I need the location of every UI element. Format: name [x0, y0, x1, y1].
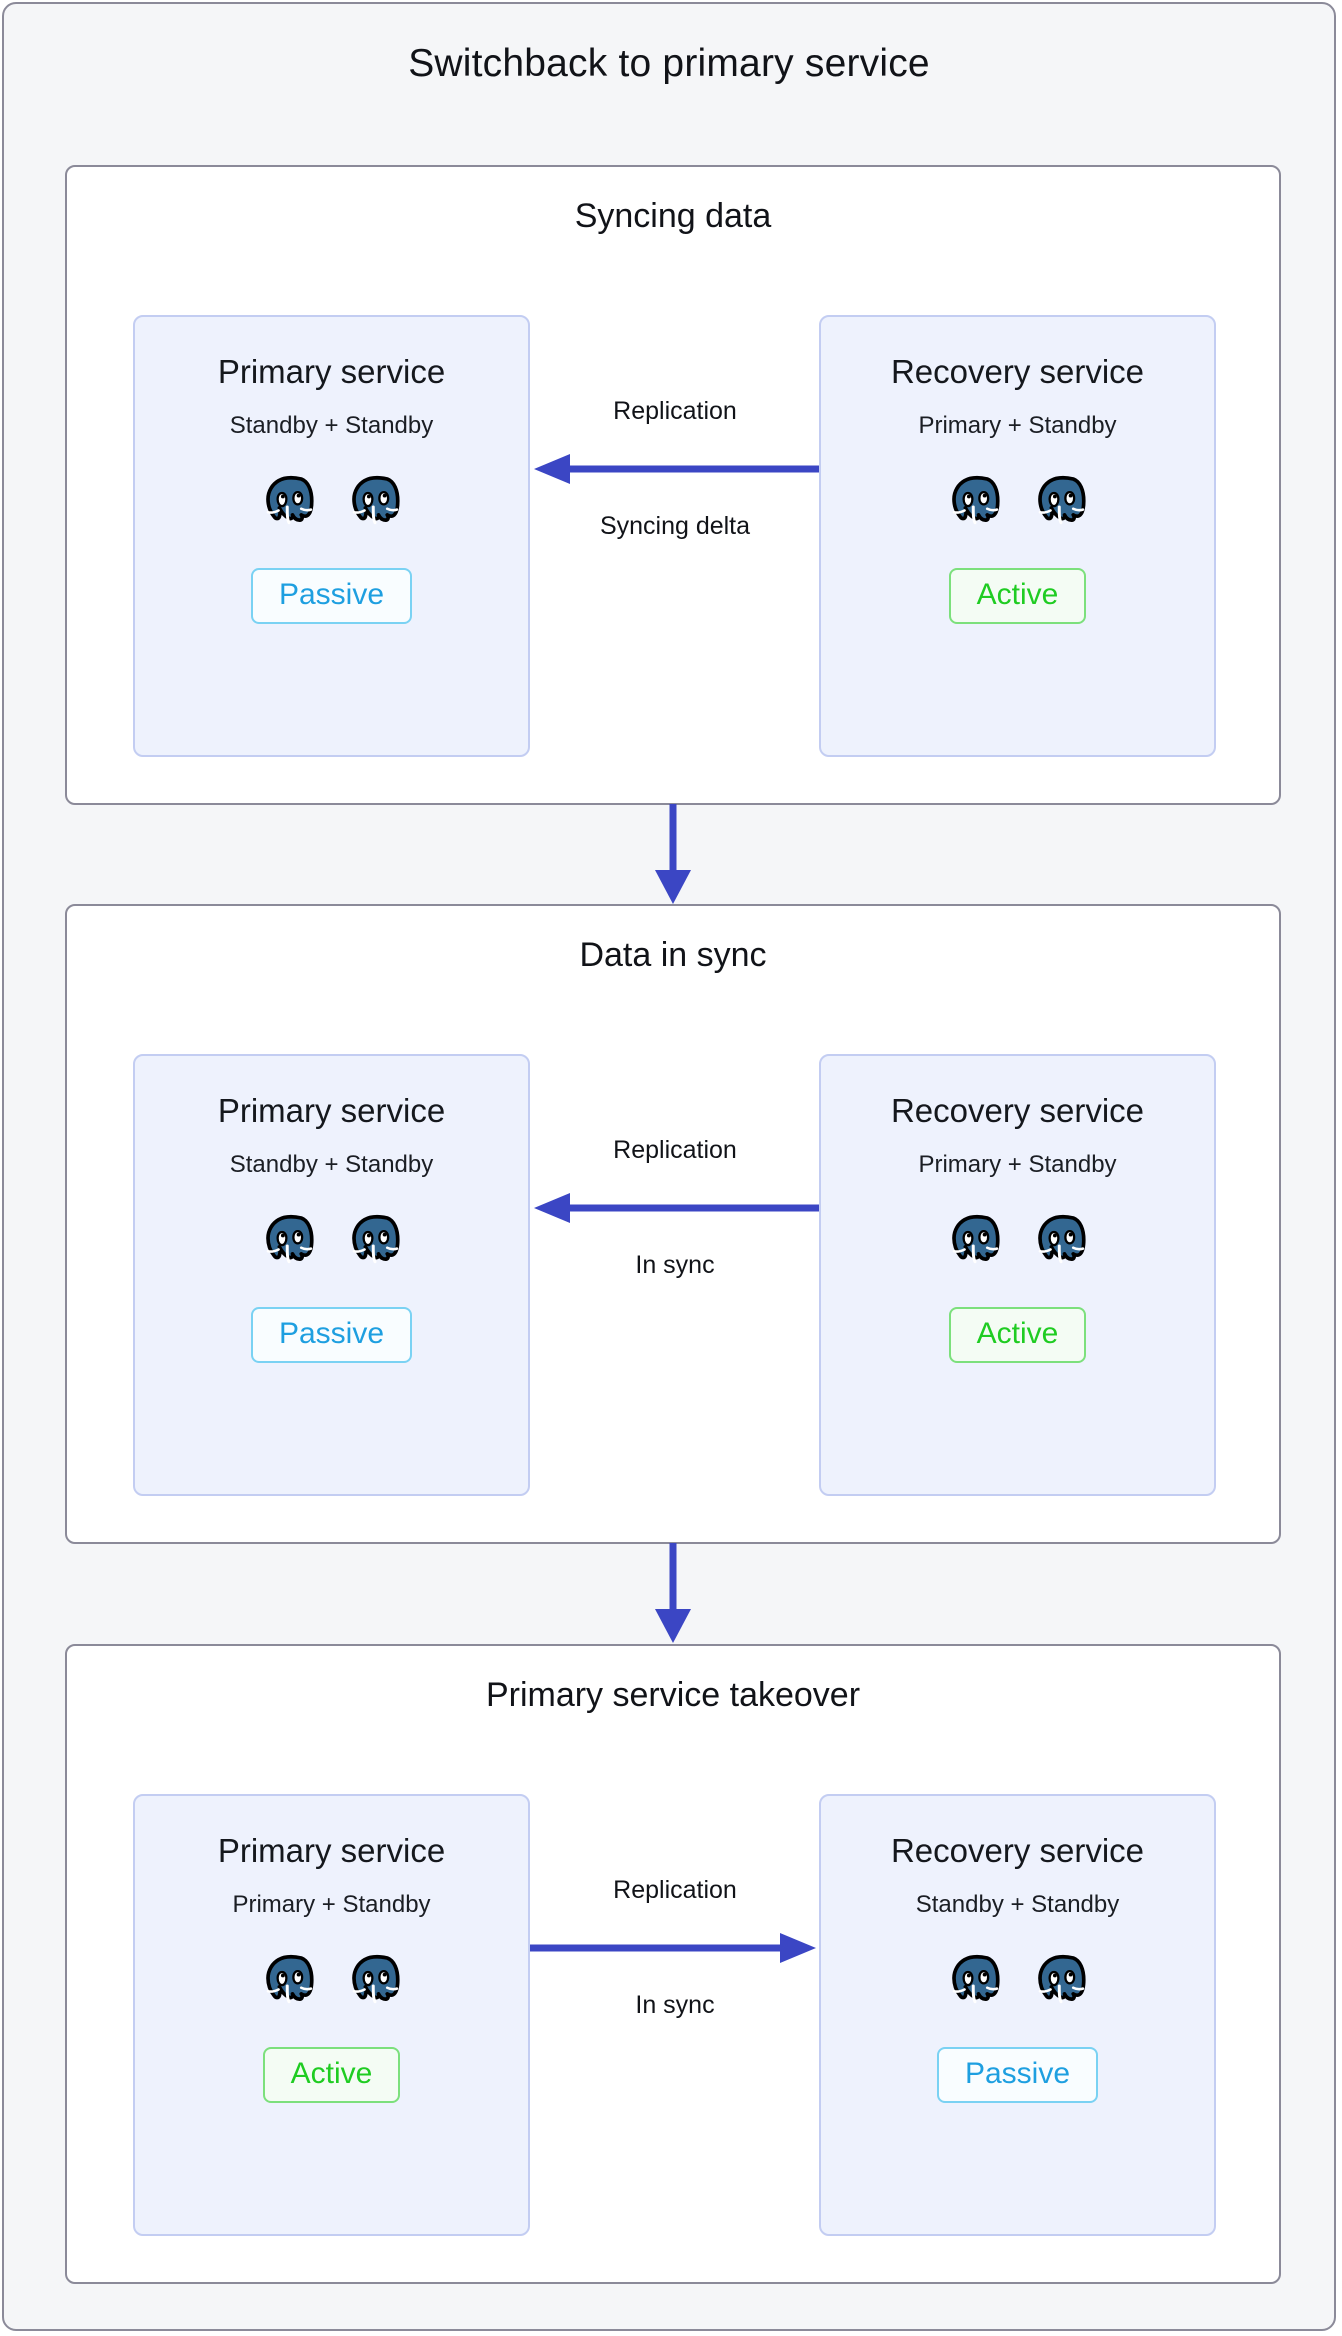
service-roles: Standby + Standby	[229, 1151, 434, 1178]
status-badge: Passive	[250, 568, 413, 624]
service-roles: Primary + Standby	[232, 1891, 431, 1918]
service-name: Primary service	[217, 353, 446, 390]
replication-label-top: Replication	[613, 397, 737, 425]
service-card-primary: Primary service Standby + Standby	[133, 315, 530, 757]
replication-label-top: Replication	[613, 1876, 737, 1904]
replication-arrow-right-icon	[530, 1933, 816, 1963]
postgresql-elephant-icon	[1037, 1955, 1086, 2004]
service-roles: Primary + Standby	[918, 412, 1117, 439]
status-badge: Active	[948, 568, 1087, 624]
postgresql-elephant-icon	[1037, 476, 1086, 525]
node-row	[947, 1951, 1089, 2007]
diagram-title: Switchback to primary service	[408, 42, 930, 85]
replication-label-bottom: In sync	[635, 1991, 715, 2019]
replication-arrow-left-icon	[534, 1193, 820, 1223]
postgresql-elephant-icon	[265, 476, 314, 525]
stage-title: Primary service takeover	[485, 1676, 861, 1714]
service-card-primary: Primary service Standby + Standby	[133, 1054, 530, 1496]
node-row	[261, 472, 403, 528]
service-card-recovery: Recovery service Primary + Standby	[819, 1054, 1216, 1496]
stage-title: Syncing data	[574, 197, 772, 235]
node-row	[261, 1951, 403, 2007]
postgresql-elephant-icon	[1037, 1215, 1086, 1264]
node-row	[947, 472, 1089, 528]
node-row	[261, 1211, 403, 1267]
service-name: Recovery service	[890, 1832, 1145, 1869]
status-badge: Passive	[936, 2047, 1099, 2103]
service-card-recovery: Recovery service Primary + Standby	[819, 315, 1216, 757]
replication-link: Replication Syncing delta	[530, 399, 820, 539]
replication-label-top: Replication	[613, 1136, 737, 1164]
replication-label-bottom: Syncing delta	[599, 512, 751, 540]
status-badge: Passive	[250, 1307, 413, 1363]
status-badge: Active	[262, 2047, 401, 2103]
service-card-recovery: Recovery service Standby + Standby	[819, 1794, 1216, 2236]
postgresql-elephant-icon	[351, 1215, 400, 1264]
stage-title: Data in sync	[579, 936, 767, 974]
replication-link: Replication In sync	[530, 1878, 820, 2018]
replication-label-bottom: In sync	[635, 1251, 715, 1279]
service-card-primary: Primary service Primary + Standby	[133, 1794, 530, 2236]
service-name: Recovery service	[890, 353, 1145, 390]
service-roles: Standby + Standby	[229, 412, 434, 439]
replication-link: Replication In sync	[530, 1138, 820, 1278]
status-badge: Active	[948, 1307, 1087, 1363]
service-name: Primary service	[217, 1832, 446, 1869]
service-roles: Standby + Standby	[915, 1891, 1120, 1918]
node-row	[947, 1211, 1089, 1267]
postgresql-elephant-icon	[951, 1955, 1000, 2004]
postgresql-elephant-icon	[265, 1215, 314, 1264]
flow-down-arrow-icon	[655, 1543, 691, 1643]
flow-down-arrow-icon	[655, 804, 691, 904]
service-name: Primary service	[217, 1092, 446, 1129]
postgresql-elephant-icon	[951, 1215, 1000, 1264]
service-name: Recovery service	[890, 1092, 1145, 1129]
replication-arrow-left-icon	[534, 454, 820, 484]
stage-panel-primary-takeover: Primary service takeover Primary service…	[65, 1644, 1281, 2284]
stage-panel-syncing-data: Syncing data Primary service Standby + S…	[65, 165, 1281, 805]
postgresql-elephant-icon	[951, 476, 1000, 525]
postgresql-elephant-icon	[351, 1955, 400, 2004]
stage-panel-data-in-sync: Data in sync Primary service Standby + S…	[65, 904, 1281, 1544]
postgresql-elephant-icon	[351, 476, 400, 525]
service-roles: Primary + Standby	[918, 1151, 1117, 1178]
postgresql-elephant-icon	[265, 1955, 314, 2004]
